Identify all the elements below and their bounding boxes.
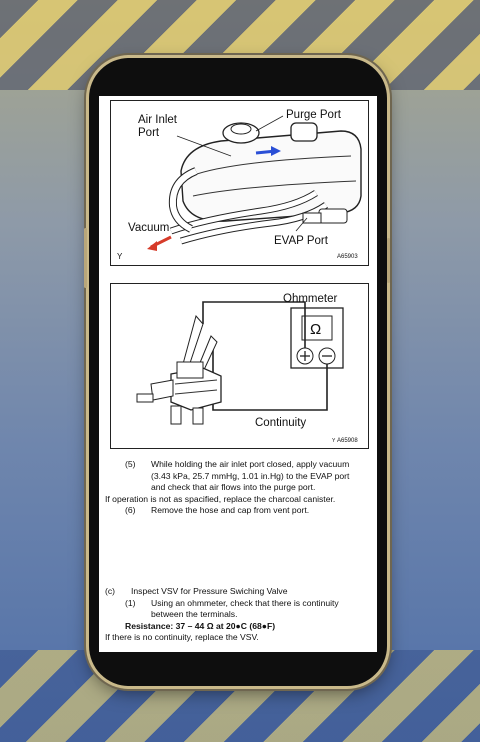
document-screen[interactable]: Air Inlet Port Purge Port Vacuum EVAP Po… bbox=[99, 96, 377, 652]
omega-symbol: Ω bbox=[310, 321, 321, 338]
ohmmeter-label: Ohmmeter bbox=[283, 293, 337, 305]
step-1-line-1: Using an ohmmeter, check that there is c… bbox=[151, 597, 339, 608]
volume-button bbox=[84, 228, 87, 288]
step-6-text: Remove the hose and cap from vent port. bbox=[151, 505, 310, 515]
step-5-line-1: While holding the air inlet port closed,… bbox=[151, 459, 350, 469]
step-1-number: (1) bbox=[125, 597, 136, 608]
step-5-line-2: (3.43 kPa, 25.7 mmHg, 1.01 in.Hg) to the… bbox=[151, 470, 350, 481]
vsv-figure: Ohmmeter Ω Continuity Y A65908 bbox=[110, 283, 369, 449]
air-inlet-label-1: Air Inlet bbox=[138, 114, 178, 126]
purge-port-label: Purge Port bbox=[286, 109, 342, 121]
note-replace-canister: If operation is not as spacified, replac… bbox=[105, 493, 336, 504]
step-5-number: (5) bbox=[125, 459, 136, 469]
instruction-block-1: (5) While holding the air inlet port clo… bbox=[105, 459, 371, 517]
resistance-spec: Resistance: 37 – 44 Ω at 20●C (68●F) bbox=[125, 620, 276, 631]
vsv-diagram: Ohmmeter Ω Continuity Y A65908 bbox=[136, 293, 358, 444]
step-1-line-2: between the terminals. bbox=[151, 609, 238, 619]
figure-corner-mark: Y bbox=[117, 252, 123, 261]
figure-code-2: A65908 bbox=[337, 438, 358, 444]
phone-frame: Air Inlet Port Purge Port Vacuum EVAP Po… bbox=[84, 58, 390, 686]
canister-diagram: Air Inlet Port Purge Port Vacuum EVAP Po… bbox=[117, 109, 362, 261]
instruction-block-2: (c) Inspect VSV for Pressure Swiching Va… bbox=[105, 586, 371, 644]
section-c-number: (c) bbox=[105, 586, 116, 596]
evap-port-label: EVAP Port bbox=[274, 235, 329, 247]
canister-figure: Air Inlet Port Purge Port Vacuum EVAP Po… bbox=[110, 100, 369, 266]
step-5-line-3: and check that air flows into the purge … bbox=[151, 482, 316, 492]
figure-corner-mark-2: Y bbox=[332, 438, 336, 444]
note-replace-vsv: If there is no continuity, replace the V… bbox=[105, 632, 259, 642]
air-inlet-label-2: Port bbox=[138, 127, 160, 139]
figure-code: A65903 bbox=[337, 254, 358, 260]
section-c-title: Inspect VSV for Pressure Swiching Valve bbox=[131, 586, 288, 596]
step-6-number: (6) bbox=[125, 505, 136, 515]
vacuum-label: Vacuum bbox=[128, 222, 169, 234]
power-button bbox=[387, 238, 390, 283]
continuity-label: Continuity bbox=[255, 417, 306, 429]
